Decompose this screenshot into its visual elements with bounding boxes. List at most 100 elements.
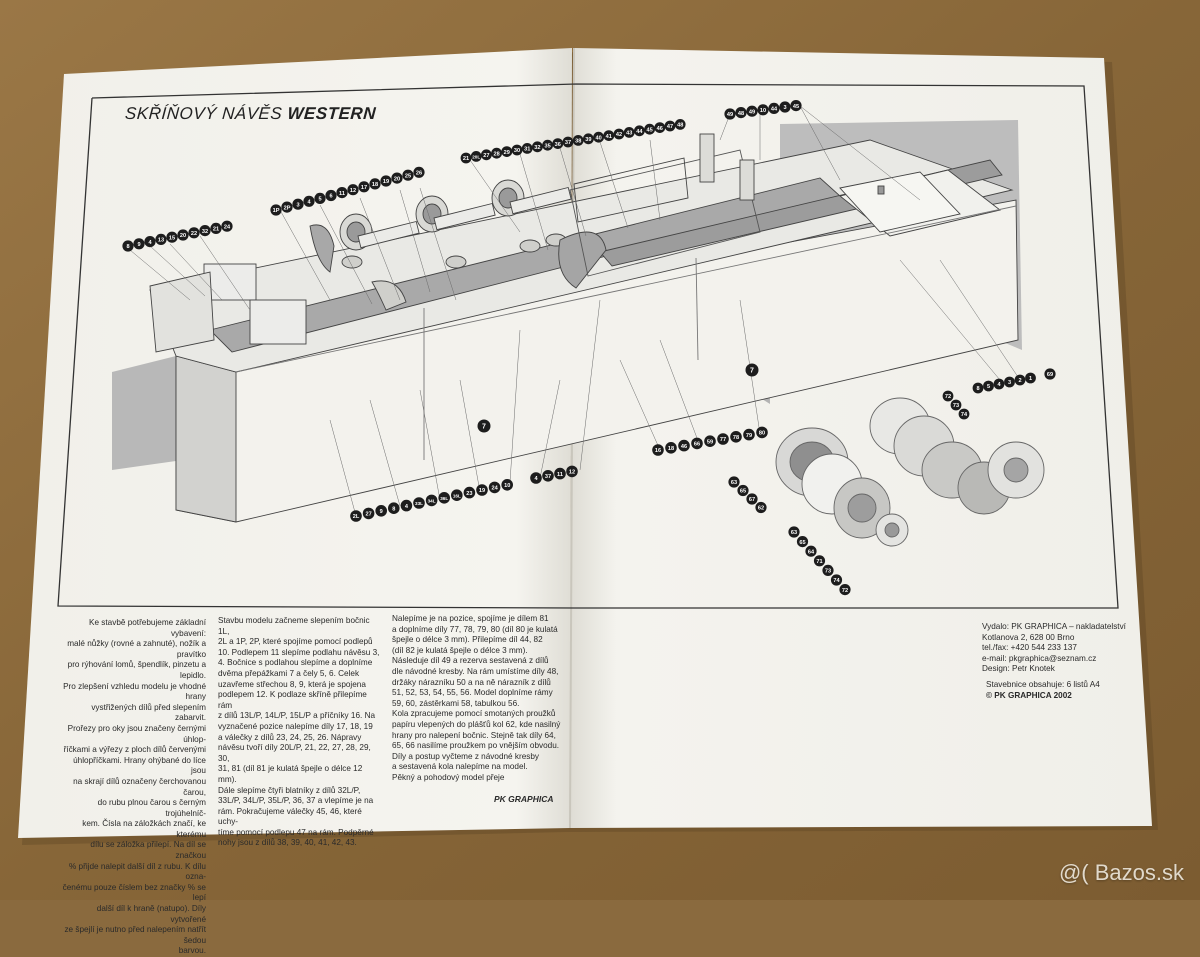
callout-badge — [603, 130, 615, 142]
callout-badge — [737, 484, 749, 497]
callout-badge — [983, 380, 994, 392]
callout-number: 71 — [816, 559, 822, 565]
instructions-assembly: Stavbu modelu začneme slepením bočnic 1L… — [218, 616, 380, 848]
callout-badge — [554, 467, 566, 480]
callout-badge — [391, 172, 403, 184]
callout-number: 1 — [1029, 376, 1032, 382]
callout-number: 29 — [504, 150, 510, 156]
callout-number: 17 — [361, 185, 367, 191]
callout-badge — [400, 499, 413, 512]
callout-badge — [678, 439, 690, 452]
callout-badge — [155, 233, 167, 245]
callout-number: 35 — [544, 143, 550, 149]
callout-number: 15 — [169, 235, 175, 241]
callout-badge — [756, 426, 768, 439]
callout-number: 18 — [372, 182, 378, 188]
callout-number: 48 — [738, 111, 744, 117]
callout-number: 5 — [987, 384, 990, 390]
callout-badge — [704, 435, 716, 448]
photo-scene: 894131520223221241P2P3456111217181920252… — [0, 0, 1200, 900]
callout-badge — [413, 166, 425, 178]
callout-number: 2L — [353, 514, 360, 520]
callout-badge — [281, 201, 293, 213]
callout-badge — [717, 433, 729, 445]
callout-number: 8 — [392, 506, 395, 512]
callout-badge — [813, 555, 826, 567]
callout-badge — [755, 501, 767, 514]
axle-bar-1 — [357, 220, 420, 249]
callout-badge — [402, 169, 414, 181]
callout-badge — [735, 107, 747, 119]
callout-badge — [993, 378, 1005, 390]
callout-number: 4 — [405, 504, 409, 510]
axle-group-1 — [339, 179, 572, 269]
callout-number: 27 — [365, 512, 371, 518]
callout-badge — [460, 152, 472, 164]
post-2 — [739, 159, 755, 201]
callout-badge — [623, 126, 635, 138]
callout-badge — [350, 510, 362, 522]
callout-number: 31 — [524, 147, 530, 153]
callout-badge — [583, 133, 594, 145]
callout-badge — [790, 100, 802, 112]
callout-badge — [325, 189, 337, 202]
callout-badge — [779, 101, 791, 113]
callout-badge — [542, 139, 553, 151]
partition-marker — [477, 419, 491, 433]
callout-number: 73 — [825, 569, 831, 575]
wheels-exploded — [775, 397, 1045, 547]
callout-badge — [746, 493, 758, 505]
callout-badge — [572, 135, 584, 146]
callout-badge — [210, 222, 222, 234]
callout-badge — [942, 390, 954, 402]
callout-number: 72 — [945, 394, 951, 400]
callout-number: 5 — [318, 197, 321, 203]
callout-badge — [380, 175, 392, 187]
callout-number: 21 — [213, 227, 219, 233]
callout-badge — [292, 198, 304, 210]
callout-number: 20 — [180, 233, 186, 239]
callout-number: 24 — [491, 486, 498, 492]
callout-number: 4 — [534, 476, 538, 482]
callout-badge — [336, 187, 348, 199]
callout-badge — [425, 494, 438, 507]
callout-badge — [451, 489, 463, 502]
callout-badge — [221, 220, 233, 232]
callout-number: 45 — [793, 104, 799, 110]
callout-badge — [463, 486, 476, 499]
callout-badge — [1014, 374, 1026, 386]
callout-number: 12 — [569, 470, 575, 476]
support-frame — [573, 157, 689, 223]
callout-badge — [839, 584, 851, 596]
partition-marker-number: 7 — [750, 368, 754, 375]
callout-badge — [652, 444, 664, 456]
mudguard-2 — [371, 280, 407, 311]
callout-number: 78 — [733, 435, 739, 441]
callout-badge — [542, 470, 554, 482]
side-line-3 — [695, 257, 699, 361]
callout-number: 63 — [791, 530, 797, 536]
callout-badge — [634, 125, 645, 137]
callout-number: 65 — [799, 540, 805, 546]
instructions-intro: Ke stavbě potřebujeme základní vybavení:… — [62, 618, 206, 956]
callout-number: 74 — [833, 578, 840, 584]
callout-badge — [438, 492, 451, 504]
callout-number: 19 — [383, 179, 389, 185]
callout-number: 25 — [405, 173, 411, 179]
callout-badge — [788, 526, 800, 538]
callout-badge — [958, 408, 970, 420]
callout-badge — [501, 146, 513, 158]
publisher-info: Vydalo: PK GRAPHICA – nakladatelství Kot… — [982, 622, 1126, 674]
callout-badge — [362, 507, 375, 520]
callout-number: 46 — [681, 444, 687, 450]
callout-number: 34L — [428, 499, 436, 504]
callout-number: 59 — [707, 439, 713, 445]
callout-badge — [488, 481, 501, 494]
callout-number: 2 — [1018, 378, 1021, 384]
callout-number: 4 — [307, 200, 311, 206]
callout-number: 24 — [224, 224, 231, 230]
callout-badge — [644, 123, 655, 135]
callout-badge — [530, 472, 542, 484]
hitch-plate — [839, 171, 961, 233]
